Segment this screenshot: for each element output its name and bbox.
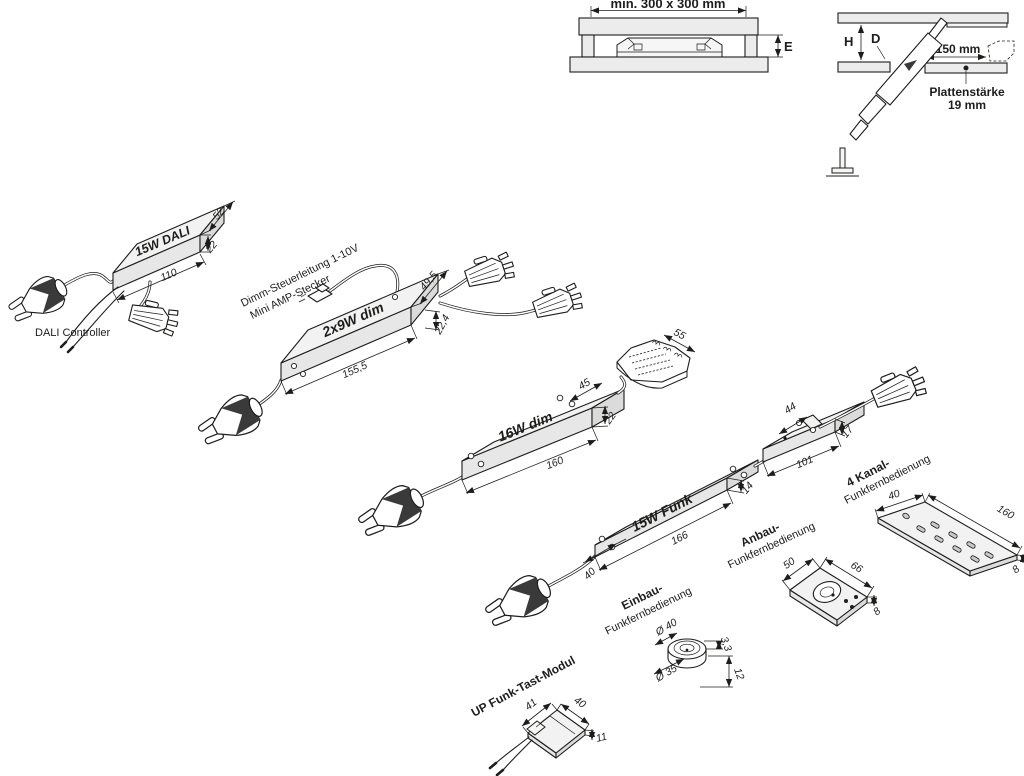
euro-plug-icon	[3, 269, 74, 330]
amp-connector-icon	[867, 362, 930, 413]
dali-controller-caption: DALI Controller	[35, 327, 111, 339]
einbau-remote-label: Einbau- Funkfernbedienung	[603, 581, 693, 638]
kanal-height-dim: 8	[1010, 563, 1022, 576]
up-height-dim: 11	[595, 730, 609, 744]
bottom-panel	[569, 56, 769, 73]
dim16-length-dim: 160	[545, 454, 566, 472]
recess-depth-label: E	[784, 39, 793, 54]
einbau-remote-drawing: Einbau- Funkfernbedienung Ø 40 Ø 35 3,3 …	[603, 581, 747, 688]
lower-panel-left	[837, 61, 891, 73]
funk-depth-dim: 40	[582, 565, 599, 582]
funk-driver-assembly: 15W Funk 166 14 40	[479, 459, 766, 636]
distributor-icon	[616, 339, 691, 389]
funk-receiver-assembly: 44 17 101	[762, 362, 930, 478]
connector-outline-dashed	[987, 40, 1015, 62]
dim2x9-length-dim: 155,5	[340, 359, 369, 381]
kanal-length-dim: 160	[995, 503, 1016, 522]
anbau-height-dim: 8	[871, 605, 883, 618]
anbau-width-dim: 50	[781, 555, 798, 572]
anbau-remote-drawing: Anbau- Funkfernbedienung 50 66 8	[726, 520, 883, 627]
up-module-name: UP Funk-Tast-Modul	[469, 653, 578, 720]
light-profile-strip	[946, 22, 1008, 28]
einbau-height-dim: 12	[731, 666, 746, 681]
funk-height-dim: 14	[739, 480, 756, 497]
board-thickness-label-2: 19 mm	[948, 98, 986, 112]
distance-label: 150 mm	[936, 42, 981, 56]
board-thickness-label-1: Plattenstärke	[929, 85, 1005, 99]
left-spacer	[581, 34, 595, 58]
anbau-remote-label: Anbau- Funkfernbedienung	[726, 520, 817, 572]
thickness-marker-dot	[963, 65, 969, 71]
dim-driver-16-assembly: 16W dim 160 22 45 55	[352, 326, 696, 546]
receiver-length-dim: 101	[794, 453, 815, 471]
min-panel-size-label: min. 300 x 300 mm	[611, 0, 726, 11]
top-panel	[578, 17, 759, 36]
funk-length-dim: 166	[669, 529, 690, 548]
drill-icon	[849, 17, 948, 141]
receiver-depth-dim: 44	[782, 400, 798, 417]
einbau-lip-height-dim: 3,3	[718, 635, 734, 653]
right-spacer	[744, 34, 758, 58]
euro-plug-icon	[479, 567, 559, 636]
distributor-width-dim: 55	[671, 326, 687, 342]
note-line-1: Dimm-Steuerleitung 1-10V	[239, 242, 361, 310]
receiver-cable-clamp	[801, 414, 823, 430]
mini-amp-connector-icon	[298, 283, 333, 303]
euro-plug-icon	[192, 387, 270, 454]
panel-cutout-diagram: min. 300 x 300 mm E	[569, 0, 793, 73]
remote-button	[902, 512, 910, 520]
anbau-length-dim: 66	[848, 559, 864, 575]
height-label: H	[844, 34, 853, 49]
amp-connector-icon	[461, 248, 518, 292]
funk-driver-name: 15W Funk	[629, 490, 696, 535]
dim2x9-height-dim: 22,4	[432, 313, 453, 338]
euro-plug-icon	[352, 477, 432, 546]
kanal-remote-drawing: 4 Kanal- Funkfernbedienung 40 160 8	[842, 453, 1024, 577]
up-module-drawing: UP Funk-Tast-Modul 41 40 11	[469, 653, 609, 776]
luminaire-profile-icon	[616, 37, 723, 58]
up-width-dim: 41	[523, 696, 540, 713]
einbau-outer-dia-dim: Ø 40	[653, 616, 680, 639]
diameter-label: D	[871, 31, 880, 46]
dim16-depth-dim: 45	[576, 376, 592, 392]
upper-panel	[837, 12, 1009, 24]
drill-clearance-diagram: H D 150 mm Plattenstärke 19 mm	[826, 12, 1015, 177]
recessed-light-icon	[826, 147, 859, 177]
up-depth-dim: 40	[571, 694, 588, 711]
control-lead-note: Dimm-Steuerleitung 1-10V Mini AMP-Stecke…	[239, 242, 361, 322]
amp-connector-icon	[127, 296, 182, 338]
amp-connector-icon	[529, 279, 586, 323]
dali-driver-assembly: 15W DALI DALI Controller 110 22 52	[3, 200, 236, 354]
kanal-width-dim: 40	[887, 488, 902, 503]
